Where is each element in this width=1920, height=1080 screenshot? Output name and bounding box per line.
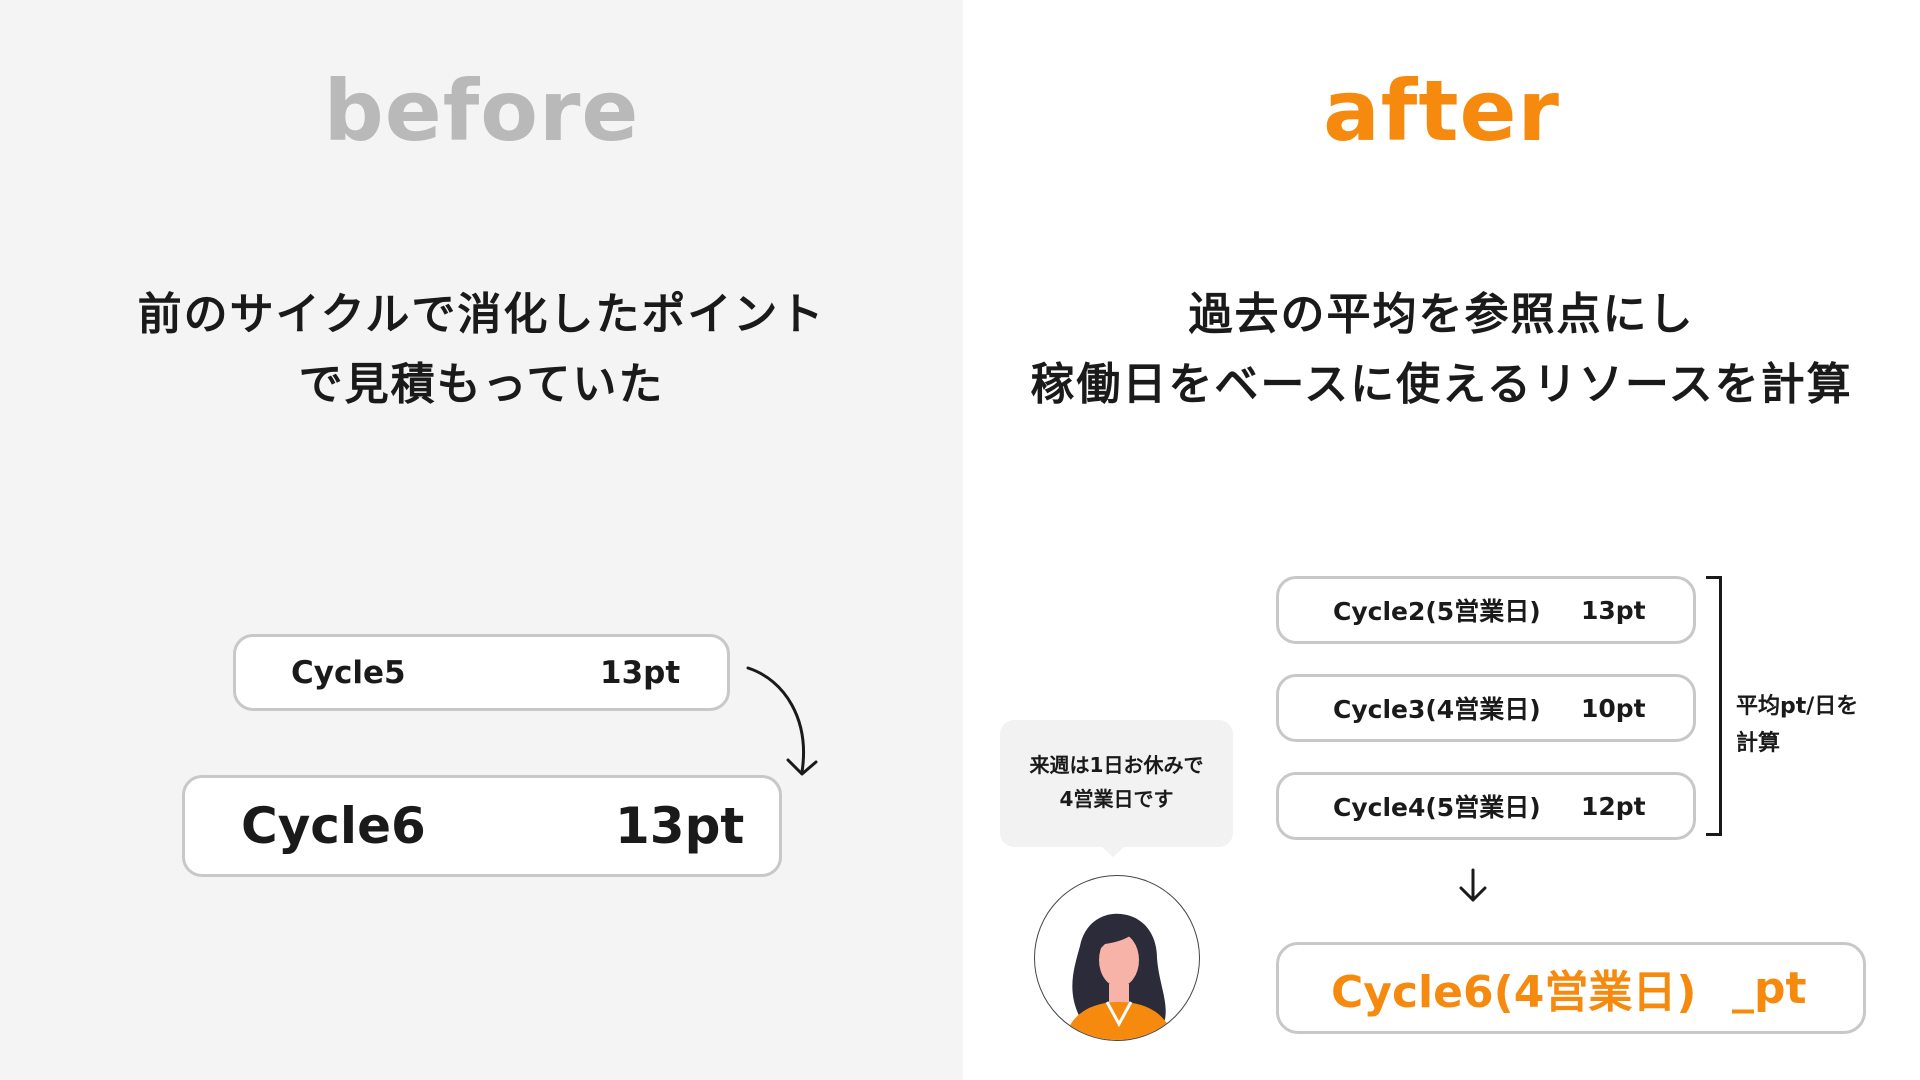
average-label-line-1: 平均pt/日を [1736, 694, 1859, 719]
speech-bubble-tail [1102, 847, 1124, 857]
cycle6-name: Cycle6 [241, 797, 426, 855]
cycle2-name: Cycle2(5営業日) [1333, 597, 1541, 626]
person-avatar-icon [1034, 875, 1200, 1041]
curved-arrow-icon [746, 666, 818, 776]
cycle2-box: Cycle2(5営業日) 13pt [1276, 576, 1696, 644]
cycle4-box: Cycle4(5営業日) 12pt [1276, 772, 1696, 840]
cycle3-box: Cycle3(4営業日) 10pt [1276, 674, 1696, 742]
cycle6-box: Cycle6 13pt [182, 775, 782, 877]
cycle4-name: Cycle4(5営業日) [1333, 793, 1541, 822]
before-title: before [323, 62, 640, 160]
cycle6-target-box: Cycle6(4営業日) _pt [1276, 942, 1866, 1034]
cycle6-target-name: Cycle6(4営業日) [1331, 967, 1697, 1018]
after-heading-line-2: 稼働日をベースに使えるリソースを計算 [1030, 359, 1853, 410]
cycle5-points: 13pt [600, 654, 681, 691]
cycle4-points: 12pt [1581, 791, 1646, 821]
before-panel: before 前のサイクルで消化したポイント で見積もっていた Cycle5 1… [0, 0, 963, 1080]
down-arrow-icon [1459, 868, 1487, 902]
before-heading-line-2: で見積もっていた [298, 359, 665, 410]
after-heading-line-1: 過去の平均を参照点にし [1188, 289, 1695, 340]
after-title: after [1323, 62, 1560, 160]
average-label-line-2: 計算 [1736, 731, 1781, 756]
before-heading-line-1: 前のサイクルで消化したポイント [137, 289, 826, 340]
cycle5-name: Cycle5 [291, 654, 406, 691]
speech-line-1: 来週は1日お休みで [1029, 753, 1204, 777]
grouping-bracket [1706, 576, 1722, 836]
before-heading: 前のサイクルで消化したポイント で見積もっていた [0, 280, 963, 420]
cycle5-box: Cycle5 13pt [233, 634, 730, 711]
after-heading: 過去の平均を参照点にし 稼働日をベースに使えるリソースを計算 [963, 280, 1920, 420]
cycle6-target-points: _pt [1732, 962, 1807, 1014]
speech-line-2: 4営業日です [1059, 787, 1174, 811]
cycle3-name: Cycle3(4営業日) [1333, 695, 1541, 724]
speech-bubble: 来週は1日お休みで 4営業日です [1000, 720, 1233, 847]
average-label: 平均pt/日を 計算 [1736, 688, 1858, 762]
cycle2-points: 13pt [1581, 595, 1646, 625]
cycle3-points: 10pt [1581, 693, 1646, 723]
after-panel: after 過去の平均を参照点にし 稼働日をベースに使えるリソースを計算 Cyc… [963, 0, 1920, 1080]
cycle6-points: 13pt [615, 797, 745, 855]
